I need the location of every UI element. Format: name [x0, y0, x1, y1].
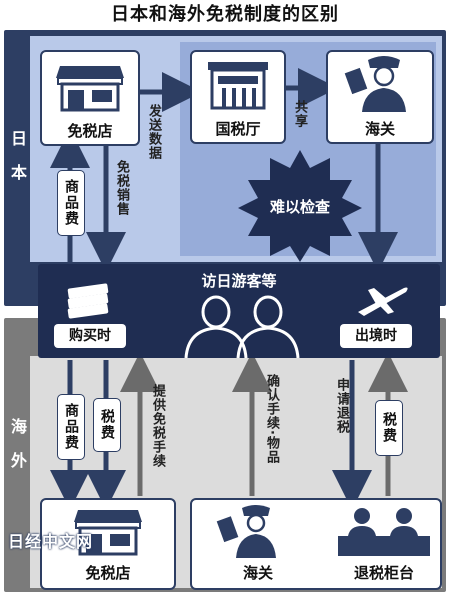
hard-to-check-starburst	[238, 150, 362, 262]
japan-shop-box: 免税店	[40, 50, 140, 146]
watermark: 日经中文网	[8, 532, 94, 551]
japan-region-label: 日本	[8, 130, 27, 198]
refund-counter-label: 退税柜台	[353, 564, 414, 582]
tourists-icon	[184, 295, 300, 358]
tax-free-sale-label: 免税销售	[114, 160, 129, 216]
japan-goods-fee-tag: 商品费	[57, 170, 85, 236]
overseas-customs-label: 海关	[242, 564, 273, 582]
overseas-region-label: 海外	[8, 418, 27, 486]
refund-counter-icon	[338, 508, 430, 556]
tax-office-box: 国税厅	[190, 50, 286, 144]
cash-icon	[67, 283, 109, 319]
overseas-goods-fee-tag: 商品费	[57, 394, 85, 460]
at-purchase-tag: 购买时	[54, 324, 126, 348]
shop-icon	[56, 66, 124, 112]
customs-officer-icon	[344, 56, 406, 112]
hard-to-check-label: 难以检查	[269, 198, 330, 216]
overseas-tax-tag: 税费	[93, 398, 121, 452]
shop-icon	[74, 510, 142, 556]
diagram-title: 日本和海外免税制度的区别	[111, 4, 339, 25]
office-building-icon	[208, 62, 268, 110]
provide-procedure-label: 提供免税手续	[150, 384, 165, 468]
confirm-procedure-label: 确认手续·物品	[264, 374, 279, 464]
send-data-label: 发送数据	[146, 104, 161, 160]
apply-refund-label: 申请退税	[334, 378, 349, 434]
overseas-shop-box: 免税店	[40, 498, 176, 590]
airplane-icon	[358, 287, 408, 316]
tax-office-label: 国税厅	[215, 120, 261, 138]
at-departure-tag: 出境时	[340, 324, 412, 348]
tourist-title: 访日游客等	[201, 272, 277, 290]
share-label: 共享	[292, 100, 307, 128]
overseas-refund-tax-tag: 税费	[375, 400, 403, 456]
japan-customs-label: 海关	[364, 120, 395, 138]
customs-officer-icon	[216, 505, 276, 558]
overseas-authority-box: 海关 退税柜台	[190, 498, 442, 590]
overseas-shop-label: 免税店	[85, 564, 131, 582]
japan-customs-box: 海关	[326, 50, 434, 144]
japan-shop-label: 免税店	[67, 122, 113, 140]
